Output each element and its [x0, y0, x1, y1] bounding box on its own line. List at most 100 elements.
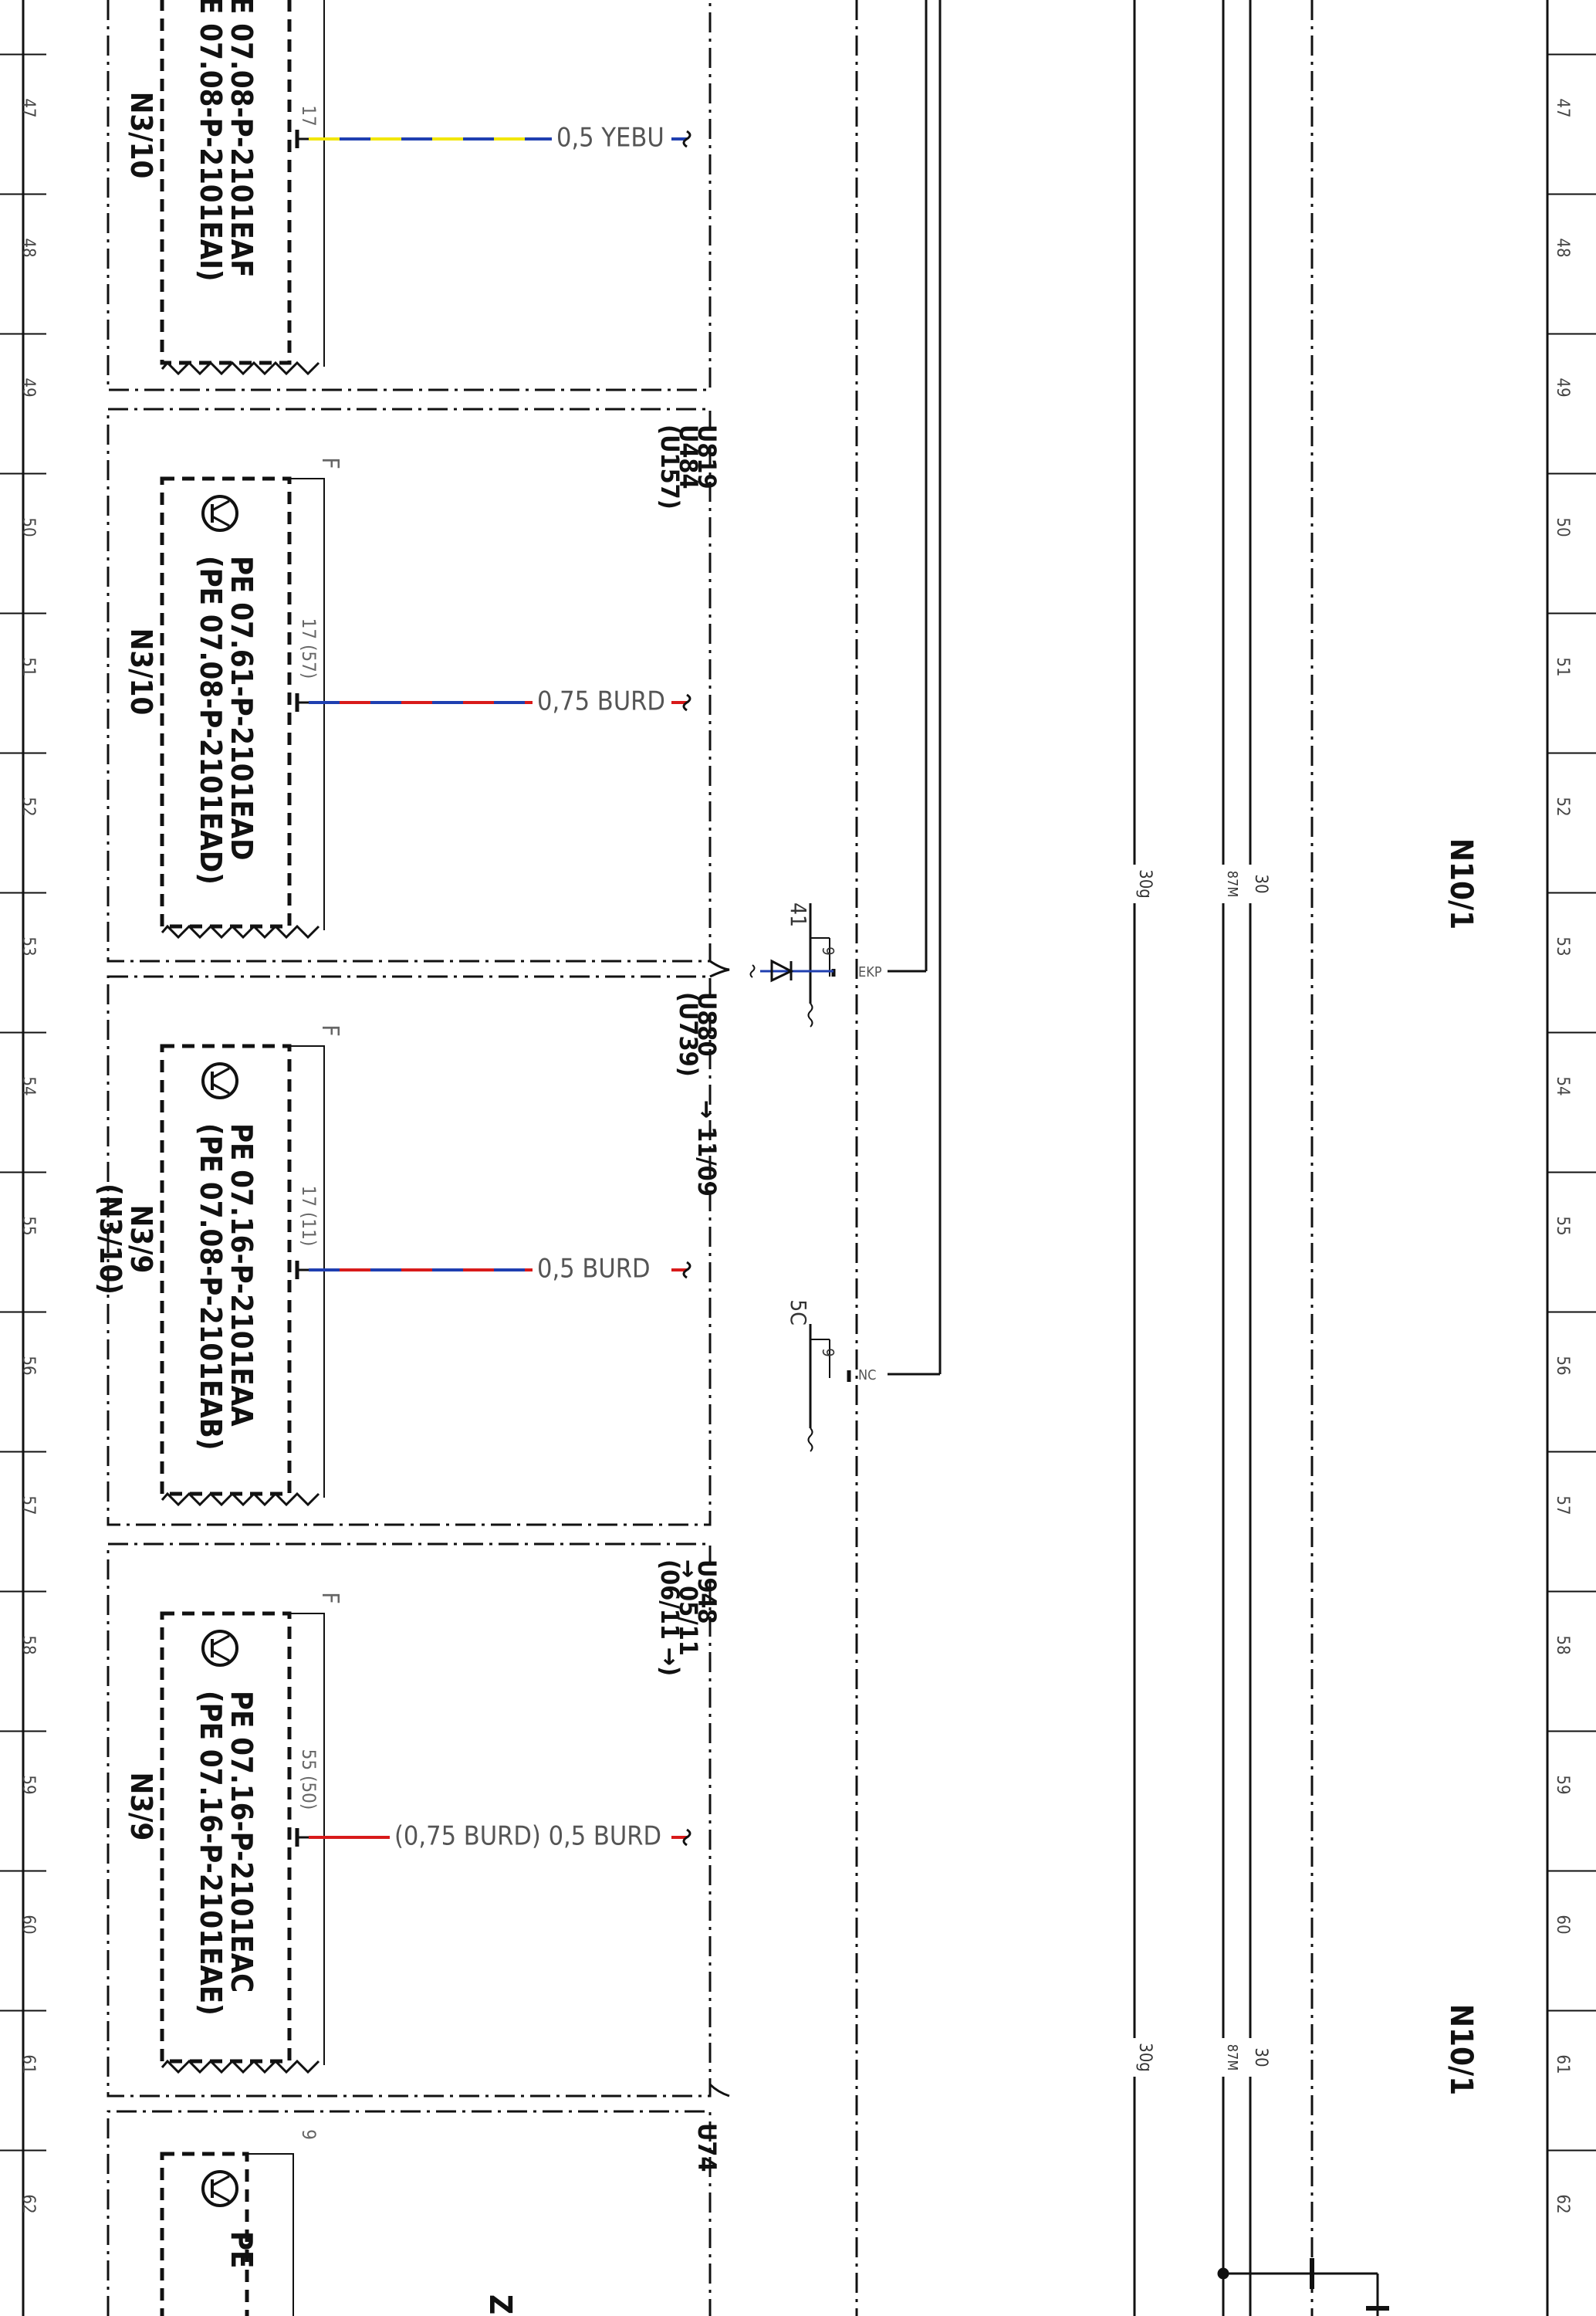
doc-reference: PE	[225, 2231, 259, 2268]
module-dashed-box	[160, 1611, 292, 2064]
rail-frame	[855, 0, 1314, 2316]
group-code: U880	[692, 992, 722, 1056]
group-code: U819	[692, 425, 722, 489]
rail-label-30: 30	[1251, 874, 1270, 893]
module-zigzag	[161, 361, 320, 376]
supply-rails	[1133, 0, 1252, 2316]
doc-reference: PE 07.08-P-2101EAF	[225, 0, 259, 278]
transistor-icon	[201, 495, 238, 532]
module-dashed-box	[160, 1044, 292, 1496]
ruler-label-57: 57	[1553, 1495, 1572, 1515]
unit-label-n10-1: N10/1	[1443, 838, 1479, 929]
module-n3-9-low: PE 07.16-P-2101EAC(PE 07.16-P-2101EAE)N3…	[124, 1559, 722, 2074]
bottom-junction	[1217, 2258, 1389, 2316]
connector-41-label: 41	[786, 902, 811, 927]
ruler-label-52: 52	[1553, 797, 1572, 816]
pin-number: 17	[298, 105, 320, 126]
rail-label-87m-2: 87M	[1224, 2044, 1240, 2071]
pin-number: 17 (11)	[298, 1186, 320, 1247]
ruler-label-48: 48	[1553, 238, 1572, 257]
ruler-label-62: 62	[1553, 2194, 1572, 2213]
transistor-icon	[201, 2170, 238, 2207]
unit-label: N3/9	[124, 1205, 158, 1274]
pin-number: 55 (50)	[298, 1749, 320, 1810]
ruler-label-47: 47	[19, 98, 38, 117]
ruler-label-50: 50	[19, 517, 38, 537]
wire-label: 0,75 BURD	[537, 686, 665, 717]
ruler-label-48: 48	[19, 238, 38, 257]
transistor-icon	[201, 1630, 238, 1667]
module-dashed-box	[160, 0, 292, 365]
ruler-label-60: 60	[19, 1915, 38, 1934]
ruler-label-53: 53	[19, 936, 38, 956]
right-ruler: 4748495051525354555657585960616263	[1546, 0, 1596, 2316]
doc-reference: PE 07.16-P-2101EAC	[225, 1691, 259, 1993]
doc-reference: PE 07.16-P-2101EAA	[225, 1123, 259, 1427]
unit-label-n10-1-2: N10/1	[1443, 2004, 1479, 2095]
module-dashed-box	[160, 476, 292, 929]
module-zigzag	[161, 1492, 320, 1507]
group-code: (U739)	[674, 992, 703, 1077]
rail-label-30g: 30g	[1135, 869, 1155, 899]
ruler-label-51: 51	[1553, 657, 1572, 676]
ruler-label-62: 62	[19, 2194, 38, 2213]
connector-outline	[289, 478, 325, 930]
ruler-label-49: 49	[19, 378, 38, 397]
wire-label: 0,5 BURD	[537, 1254, 651, 1285]
ruler-label-59: 59	[19, 1775, 38, 1794]
connector-letter: F	[316, 457, 343, 469]
cross-reference: → 11/09	[692, 1100, 722, 1197]
connector-5c-signal: NC	[858, 1367, 876, 1383]
connector-5c-pin: 9	[819, 1348, 837, 1356]
bracket-marks	[708, 960, 730, 2098]
ruler-label-55: 55	[19, 1216, 38, 1235]
ruler-label-47: 47	[1553, 98, 1572, 117]
ruler-label-49: 49	[1553, 378, 1572, 397]
wire-label: (0,75 BURD) 0,5 BURD	[394, 1821, 661, 1852]
connector-41-pin: 9	[819, 946, 837, 955]
rail-labels: 30g 87M 30 30g 87M 30	[1123, 865, 1270, 2077]
doc-reference: (PE 07.08-P-2101EAB)	[194, 1123, 228, 1450]
connector-outline	[289, 1045, 325, 1498]
rail-label-30g-2: 30g	[1135, 2043, 1155, 2072]
ruler-label-53: 53	[1553, 936, 1572, 956]
ruler-label-51: 51	[19, 657, 38, 676]
ruler-label-57: 57	[19, 1495, 38, 1515]
ruler-label-56: 56	[1553, 1356, 1572, 1375]
unit-label: N3/10	[124, 628, 158, 715]
connector-5c: 5C 9 NC	[786, 0, 942, 1452]
left-ruler: 4748495051525354555657585960616263	[0, 0, 46, 2316]
module-zigzag	[161, 2059, 320, 2074]
module-zigzag	[161, 924, 320, 940]
wire-label: 0,5 YEBU	[556, 123, 664, 154]
pin-number: 17 (57)	[298, 618, 320, 679]
doc-reference: (PE 07.08-P-2101EAD)	[194, 556, 228, 885]
group-code: (U157)	[655, 425, 685, 510]
unit-label: N3/9	[124, 1773, 158, 1841]
unit-label-alt: (N3/10)	[93, 1183, 127, 1295]
connector-outline	[289, 1613, 325, 2065]
connector-outline	[247, 2153, 294, 2316]
pin-number: 9	[298, 2129, 320, 2140]
group-code: → 05/11	[674, 1559, 703, 1656]
ruler-label-59: 59	[1553, 1775, 1572, 1794]
ruler-label-60: 60	[1553, 1915, 1572, 1934]
ruler-label-56: 56	[19, 1356, 38, 1375]
rail-label-87m: 87M	[1224, 871, 1240, 898]
ruler-label-58: 58	[19, 1635, 38, 1654]
group-code: (06/11 →)	[655, 1559, 685, 1676]
module-n3-10-mid: PE 07.61-P-2101EAD(PE 07.08-P-2101EAD)N3…	[124, 425, 722, 940]
ruler-label-58: 58	[1553, 1635, 1572, 1654]
connector-letter: F	[316, 1592, 343, 1604]
ruler-label-50: 50	[1553, 517, 1572, 537]
ruler-label-54: 54	[19, 1076, 38, 1095]
connector-5c-label: 5C	[786, 1299, 811, 1326]
doc-reference: PE 07.08-P-2101EAI)	[194, 0, 228, 282]
ruler-label-61: 61	[19, 2054, 38, 2074]
group-code: U948	[692, 1559, 722, 1624]
ruler-label-54: 54	[1553, 1076, 1572, 1095]
